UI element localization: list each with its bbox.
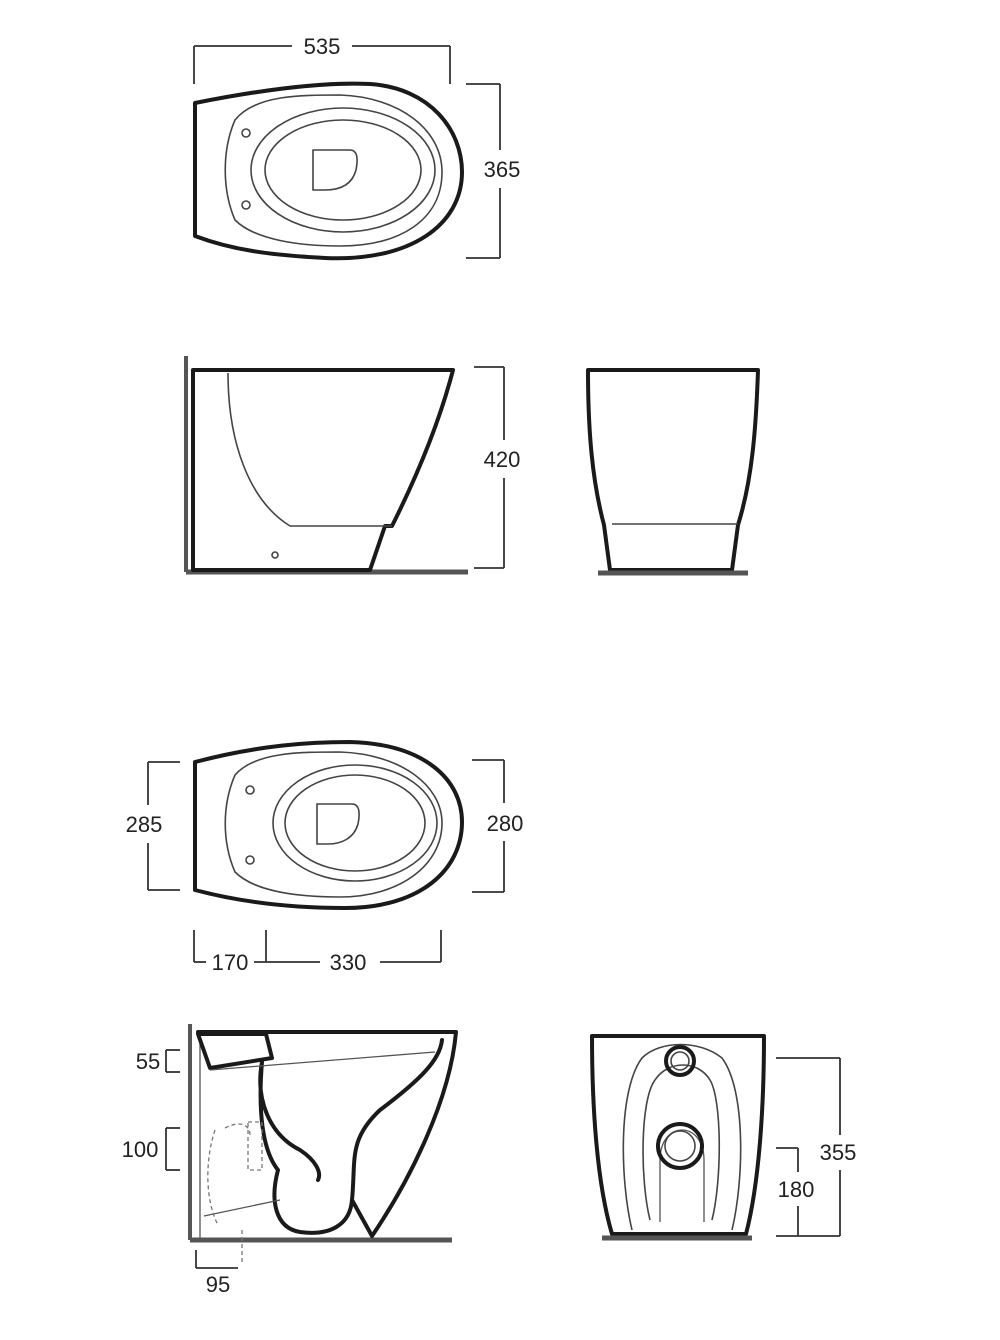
dim-label-rear: 170 — [212, 950, 249, 975]
rear-inner-cavity — [622, 1043, 742, 1231]
seat-outer — [224, 751, 443, 898]
front-outline — [586, 368, 760, 572]
top-view-1: 535 365 — [193, 34, 521, 261]
bowl-outline — [193, 740, 464, 910]
bowl-rim — [250, 107, 436, 233]
section-outline — [196, 1030, 458, 1238]
dim-label-top-offset: 55 — [136, 1049, 160, 1074]
top-view-2: 285 280 170 330 — [126, 740, 524, 975]
bowl-inner-profile — [227, 372, 392, 527]
rear-outline — [590, 1034, 766, 1236]
bowl-section — [258, 1038, 444, 1235]
dim-label-front: 330 — [330, 950, 367, 975]
dim-label-wall-offset: 95 — [206, 1272, 230, 1297]
side-view: 420 — [184, 356, 521, 575]
dim-label-total: 355 — [820, 1140, 857, 1165]
dim-label-outlet-height: 100 — [122, 1137, 159, 1162]
rear-view: 355 180 — [590, 1034, 857, 1241]
outlet-hole — [656, 1122, 704, 1170]
seat-outer — [224, 94, 443, 247]
drain-hole — [316, 803, 360, 845]
bowl-inner — [284, 774, 426, 872]
bowl-inner — [264, 119, 422, 221]
front-view — [586, 368, 760, 576]
side-profile — [191, 368, 455, 572]
fixing-point — [271, 551, 279, 559]
dim-label-left: 285 — [126, 812, 163, 837]
dim-label-depth: 365 — [484, 157, 521, 182]
drain-hole — [312, 149, 358, 191]
hinge-hole — [245, 785, 255, 795]
dim-label-height: 420 — [484, 447, 521, 472]
bowl-rim — [272, 764, 438, 882]
inlet-hole — [664, 1045, 696, 1077]
dim-label-right: 280 — [487, 811, 524, 836]
dim-label-width: 535 — [304, 34, 341, 59]
section-view: 55 100 95 — [122, 1024, 458, 1297]
hinge-hole — [241, 200, 251, 210]
bowl-outline — [193, 81, 464, 261]
dim-label-outlet: 180 — [778, 1177, 815, 1202]
hinge-hole — [241, 128, 251, 138]
hinge-hole — [245, 855, 255, 865]
